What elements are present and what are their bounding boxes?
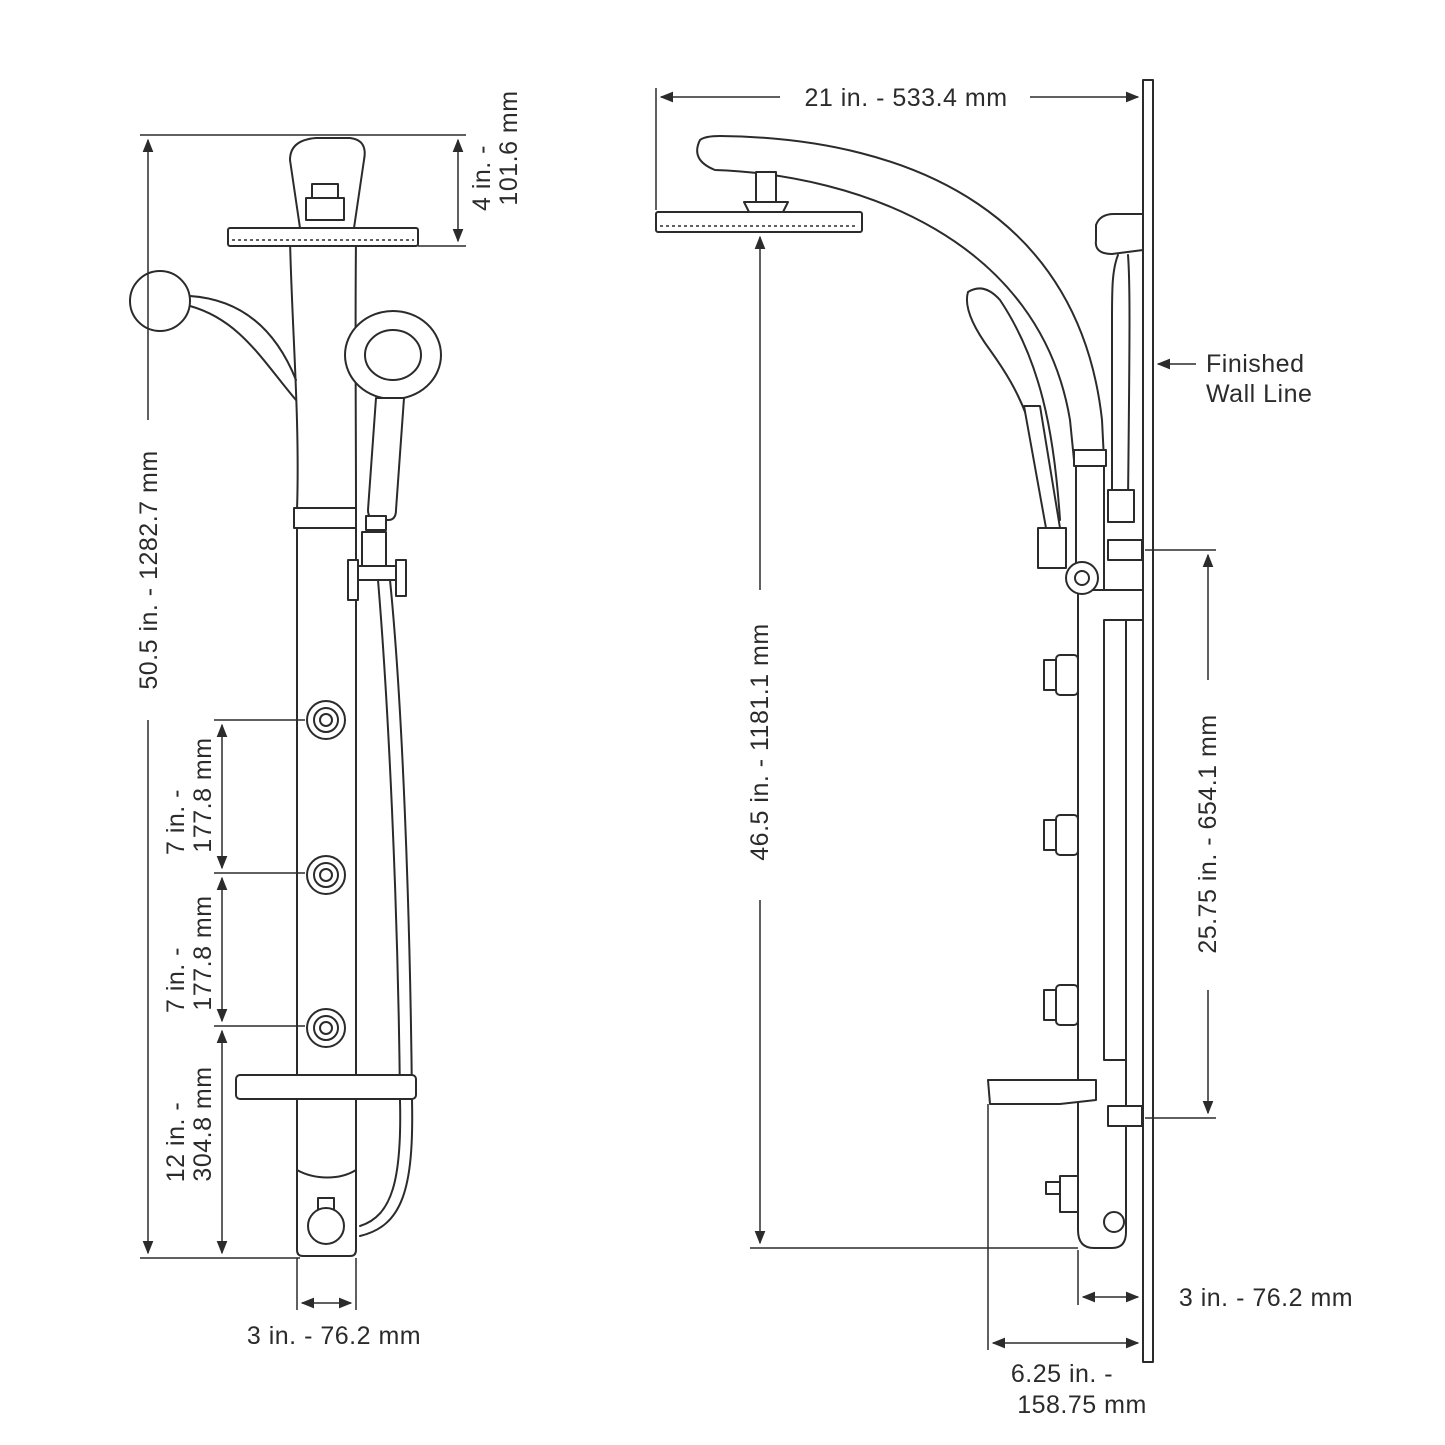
side-upper-jet-box [1107, 539, 1143, 561]
side-holder [1037, 527, 1067, 569]
dim-head-label-2: 101.6 mm [495, 90, 523, 205]
dim-jet-bottom-label-2: 304.8 mm [189, 1066, 217, 1181]
side-valve-knob [1059, 1175, 1079, 1213]
side-curved-arm [696, 135, 1105, 461]
side-lower-jet-box [1107, 1105, 1143, 1127]
side-head-neck [755, 171, 777, 203]
dim-shelf-depth-label-1: 6.25 in. - [1011, 1360, 1113, 1388]
dim-head-label-1: 4 in. - [468, 145, 496, 211]
front-hose-upper-b [189, 305, 297, 401]
dim-jet-upper-label-2: 177.8 mm [189, 737, 217, 852]
dim-jet-lower-label-1: 7 in. - [162, 947, 190, 1013]
side-holder-knob [1065, 561, 1099, 595]
dim-jet-range-label: 25.75 in. - 654.1 mm [1194, 714, 1222, 953]
front-hose-upper [189, 295, 297, 381]
front-handle-collar [365, 515, 387, 531]
side-hose-connector [1107, 489, 1135, 523]
side-arm-band [1073, 449, 1107, 467]
dim-panel-width-label: 3 in. - 76.2 mm [247, 1322, 421, 1350]
front-shelf [235, 1074, 417, 1100]
side-body-jets [1043, 654, 1079, 1026]
front-body-jets [306, 700, 346, 1048]
dim-jet-bottom-label-1: 12 in. - [162, 1102, 190, 1182]
front-rain-head [227, 227, 419, 247]
front-head-stem [305, 197, 345, 221]
side-rain-head [655, 211, 863, 233]
side-view: 21 in. - 533.4 mm 46.5 in. - 1181.1 mm 2… [655, 79, 1353, 1419]
wall-line-label-1: Finished [1206, 350, 1305, 378]
front-hose-ball [129, 270, 191, 332]
side-top-mount [1094, 213, 1144, 255]
dim-arm-reach-label: 21 in. - 533.4 mm [804, 84, 1007, 112]
front-hand-shower-handle [367, 397, 405, 521]
front-view: 50.5 in. - 1282.7 mm 4 in. - 101.6 mm 7 … [129, 90, 523, 1350]
finished-wall-plate [1142, 79, 1154, 1363]
front-hose-lower [359, 579, 402, 1227]
front-column-band [293, 507, 357, 529]
side-panel-recess [1103, 619, 1127, 1061]
dim-panel-depth-label: 3 in. - 76.2 mm [1179, 1284, 1353, 1312]
dim-shelf-depth-label-2: 158.75 mm [1017, 1391, 1147, 1419]
dim-total-height-label: 50.5 in. - 1282.7 mm [135, 450, 163, 689]
front-valve-knob [307, 1207, 345, 1245]
front-head-connector [311, 183, 339, 199]
front-holder-clip [361, 531, 387, 571]
front-hand-shower-face [344, 310, 442, 400]
front-panel-column [289, 239, 357, 1257]
dim-jet-lower-label-2: 177.8 mm [189, 895, 217, 1010]
wall-line-label-2: Wall Line [1206, 380, 1312, 408]
dim-head-height-label: 46.5 in. - 1181.1 mm [746, 623, 774, 860]
side-hand-shower [966, 287, 1061, 521]
dim-jet-upper-label-1: 7 in. - [162, 789, 190, 855]
side-shelf [987, 1079, 1097, 1105]
